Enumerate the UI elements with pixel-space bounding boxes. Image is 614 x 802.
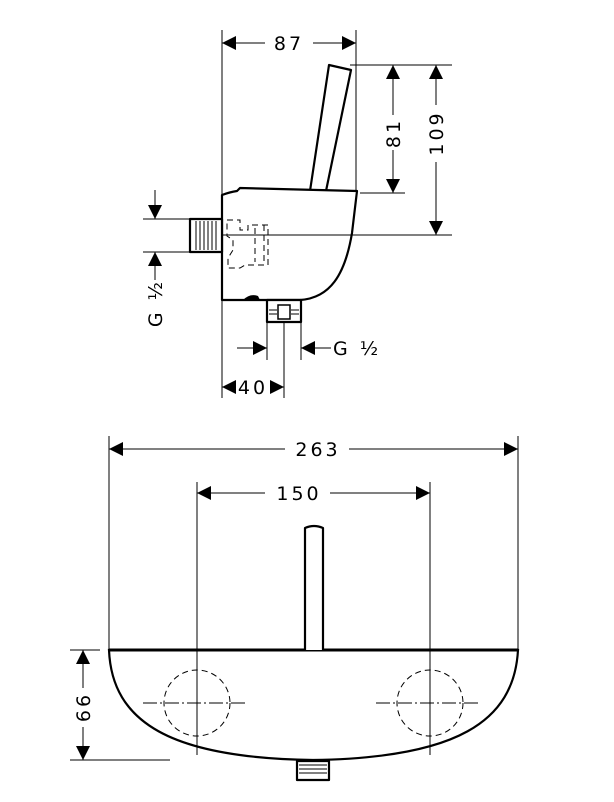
mixer-body-side xyxy=(220,186,359,302)
lever-stem xyxy=(303,524,325,650)
dimension-label: 66 xyxy=(73,692,95,722)
dimension-label: 40 xyxy=(238,377,268,399)
side-view: 87 81 109 G ½ G ½ 40 xyxy=(143,30,452,399)
inlet-connector xyxy=(188,217,224,254)
dimension-inlet-thread: G ½ xyxy=(145,190,167,327)
dimension-150: 150 xyxy=(197,483,430,505)
mixer-body-front xyxy=(107,648,520,762)
hidden-inlet-circle-left xyxy=(163,669,231,737)
dimension-40: 40 xyxy=(222,377,284,399)
dimension-66: 66 xyxy=(70,649,170,761)
outlet-connector-front xyxy=(295,759,331,782)
dimension-label: G ½ xyxy=(333,338,381,360)
dimension-label: 87 xyxy=(274,33,304,55)
dimension-label: 81 xyxy=(383,118,405,148)
lever-handle xyxy=(308,63,353,193)
outlet-connector xyxy=(265,298,303,324)
dimension-label: G ½ xyxy=(145,279,167,327)
dimension-label: 109 xyxy=(426,110,448,155)
dimension-label: 263 xyxy=(295,439,340,461)
dimension-263: 263 xyxy=(109,439,518,461)
hidden-inlet-circle-right xyxy=(396,669,464,737)
dimension-outlet-thread: G ½ xyxy=(237,338,381,360)
dimension-87: 87 xyxy=(222,33,356,55)
front-view: 263 150 66 xyxy=(70,436,520,782)
dimension-81: 81 xyxy=(383,65,405,193)
dimension-109: 109 xyxy=(426,65,448,235)
dimension-label: 150 xyxy=(276,483,321,505)
hidden-internals xyxy=(226,219,269,269)
body-bump xyxy=(243,295,260,300)
